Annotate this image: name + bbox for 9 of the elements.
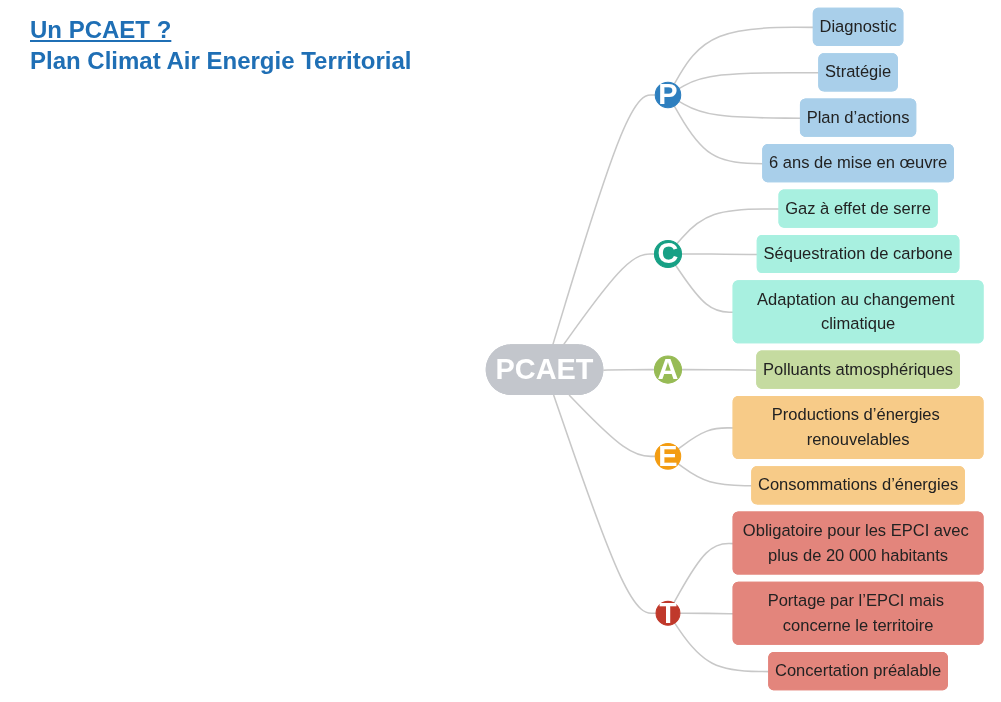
subtitle: Plan Climat Air Energie Territorial — [30, 46, 412, 77]
node-circle: T — [655, 600, 681, 626]
node-circle: E — [654, 443, 681, 470]
node-circle: C — [653, 239, 682, 269]
connector — [568, 394, 656, 458]
node-circle: P — [654, 81, 681, 109]
connector — [602, 368, 655, 371]
node-circle: A — [653, 355, 682, 384]
title: Un PCAET ? — [30, 15, 172, 45]
